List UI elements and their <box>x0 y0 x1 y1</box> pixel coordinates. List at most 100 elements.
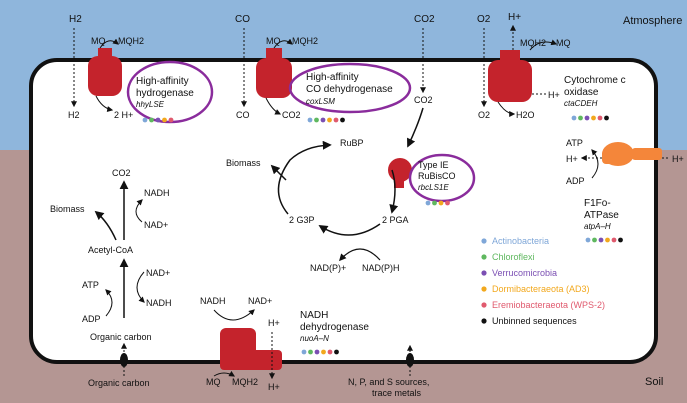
taxa-dot <box>327 349 333 355</box>
legend-swatch <box>481 302 487 308</box>
taxa-dot <box>598 237 604 243</box>
soil-sources-1: N, P, and S sources, <box>348 377 429 387</box>
nuo-proton-out: H+ <box>268 382 280 392</box>
hydrogenase-mq: MQ <box>91 36 106 46</box>
nuo-mqh2: MQH2 <box>232 377 258 387</box>
atpase-genes: atpA–H <box>584 222 611 231</box>
calvin-arrow-biomass <box>270 164 287 181</box>
calvin-nadp: NAD(P)+ <box>310 263 346 273</box>
hydrogenase-mq-arrow <box>99 38 119 49</box>
oxidase-genes: ctaCDEH <box>564 99 598 108</box>
carbon-co2: CO2 <box>112 168 131 178</box>
taxa-dot <box>314 349 320 355</box>
taxa-legend: ActinobacteriaChloroflexiVerrucomicrobia… <box>481 236 605 326</box>
nuo-mq: MQ <box>206 377 221 387</box>
taxa-dot <box>592 237 597 243</box>
oxidase-proton-label: H+ <box>548 90 560 100</box>
taxa-dot <box>162 117 167 123</box>
nuo-proton-in: H+ <box>268 318 280 328</box>
hydrogenase-h2-label: H2 <box>68 110 80 120</box>
atpase-proton-out: H+ <box>672 154 684 164</box>
taxa-dot <box>320 117 326 123</box>
hydrogenase-taxa-dots <box>142 117 174 123</box>
legend-label: Dormibacteraeota (AD3) <box>492 284 590 294</box>
carbon-organic: Organic carbon <box>90 332 152 342</box>
rubisco-title-1: Type IE <box>418 160 449 170</box>
taxa-dot <box>584 115 590 121</box>
atpase-title-2: ATPase <box>584 210 619 221</box>
carbon-nadh-1: NADH <box>144 188 170 198</box>
codh-title-1: High-affinity <box>306 72 359 83</box>
carbon-acetyl-coa: Acetyl-CoA <box>88 245 133 255</box>
taxa-dot <box>591 115 596 121</box>
rubisco-title-2: RuBisCO <box>418 171 456 181</box>
taxa-dot <box>168 117 174 123</box>
atmosphere-label: Atmosphere <box>623 15 682 27</box>
calvin-rubp: RuBP <box>340 138 364 148</box>
hydrogenase-title-1: High-affinity <box>136 76 189 87</box>
oxidase-title-2: oxidase <box>564 87 599 98</box>
legend-swatch <box>481 254 487 260</box>
taxa-dot <box>321 349 326 355</box>
co-gas-label: CO <box>235 14 250 25</box>
hydrogenase-mqh2: MQH2 <box>118 36 144 46</box>
hydrogenase-enzyme <box>88 48 122 96</box>
oxidase-mq: MQ <box>556 38 571 48</box>
legend-label: Unbinned sequences <box>492 316 577 326</box>
carbon-nadh-2: NADH <box>146 298 172 308</box>
nadh-dehydrogenase-enzyme <box>220 328 282 370</box>
co2-fixation-arrow <box>407 107 424 148</box>
legend-label: Verrucomicrobia <box>492 268 557 278</box>
soil-label: Soil <box>645 376 663 388</box>
soil-sources-2: trace metals <box>372 388 422 398</box>
hydrogenase-title-2: hydrogenase <box>136 88 194 99</box>
legend-label: Eremiobacteraeota (WPS-2) <box>492 300 605 310</box>
calvin-biomass: Biomass <box>226 158 261 168</box>
hydrogenase-genes: hhyLSE <box>136 100 165 109</box>
carbon-nad-1: NAD+ <box>144 220 168 230</box>
nuo-nadh: NADH <box>200 296 226 306</box>
taxa-dot <box>340 117 345 123</box>
atp-synthase-enzyme <box>602 142 662 166</box>
codh-genes: coxLSM <box>306 97 335 106</box>
carbon-nad-2: NAD+ <box>146 268 170 278</box>
atpase-taxa-dots <box>585 237 623 243</box>
calvin-cofactor-arrow <box>339 248 381 262</box>
codh-co-label: CO <box>236 110 250 120</box>
soil-organic-carbon: Organic carbon <box>88 378 150 388</box>
oxidase-mq-arrow <box>529 39 558 51</box>
cytochrome-oxidase-enzyme <box>488 50 532 102</box>
taxa-dot <box>578 115 583 121</box>
codh-mqh2: MQH2 <box>292 36 318 46</box>
rubisco-co2-label: CO2 <box>414 95 433 105</box>
codh-title-2: CO dehydrogenase <box>306 84 393 95</box>
carbon-biomass: Biomass <box>50 204 85 214</box>
taxa-dot <box>155 117 161 123</box>
taxa-dot <box>142 117 148 123</box>
nuo-genes: nuoA–N <box>300 334 329 343</box>
oxidase-h2o-label: H2O <box>516 110 535 120</box>
nuo-taxa-dots <box>301 349 339 355</box>
codh-reaction-arrow <box>265 97 282 115</box>
co2-gas-label: CO2 <box>414 14 435 25</box>
cell-membrane <box>29 58 658 364</box>
taxa-dot <box>333 117 339 123</box>
calvin-g3p: 2 G3P <box>289 215 315 225</box>
nuo-mq-arrow <box>213 370 236 377</box>
h2-gas-label: H2 <box>69 14 82 25</box>
taxa-dot <box>571 115 577 121</box>
carbon-atp-arrow <box>105 289 113 317</box>
rubisco-taxa-dots <box>425 200 450 206</box>
rubisco-genes: rbcLS1E <box>418 183 449 192</box>
o2-gas-label: O2 <box>477 14 491 25</box>
taxa-dot <box>618 237 623 243</box>
legend-swatch <box>481 270 487 276</box>
calvin-pga: 2 PGA <box>382 215 409 225</box>
atpase-atp: ATP <box>566 138 583 148</box>
codh-mq-arrow <box>273 38 293 49</box>
hydrogenase-protons: 2 H+ <box>114 110 133 120</box>
taxa-dot <box>327 117 332 123</box>
carbon-biomass-arrow <box>94 210 117 241</box>
